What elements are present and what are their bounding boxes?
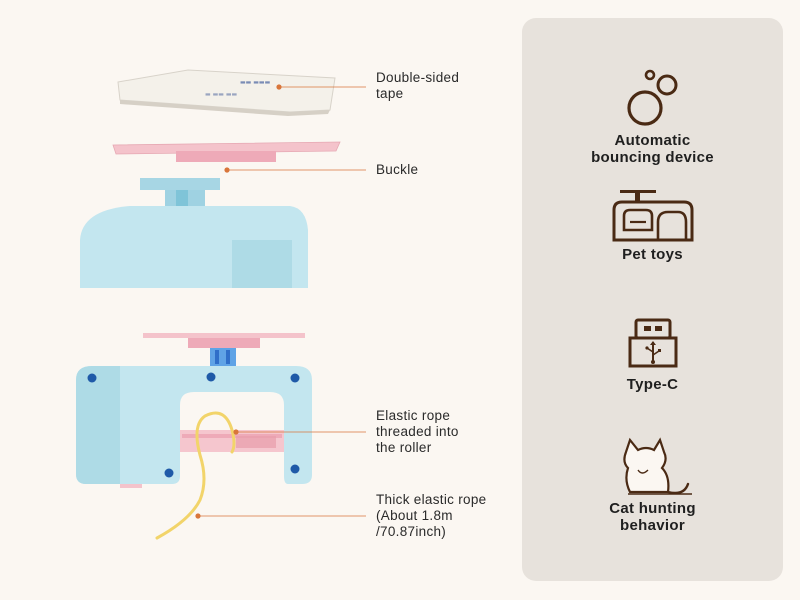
feature-type-c: Type-C (522, 318, 783, 393)
leader-lines (198, 86, 366, 517)
roller (180, 430, 284, 452)
feature-label: Automatic bouncing device (591, 132, 714, 166)
leader-dot-roller (233, 429, 239, 435)
buckle-plate-top (112, 141, 341, 162)
product-exploded-diagram: ▬▬ ▬▬▬ ▬ ▬▬ ▬▬ (76, 69, 366, 540)
callout-buckle: Buckle (376, 162, 419, 177)
leader-dot-rope (195, 513, 201, 519)
feature-automatic-bouncing: Automatic bouncing device (522, 68, 783, 166)
bubbles-icon (626, 69, 677, 126)
feature-label: Type-C (626, 376, 679, 393)
device-upper-view (80, 178, 308, 288)
callout-elastic-rope-roller: Elastic rope threaded into the roller (376, 408, 459, 455)
features-panel: Automatic bouncing device Pet toys Type (522, 18, 783, 581)
feature-label: Cat hunting behavior (609, 500, 696, 534)
callout-double-sided-tape: Double-sided tape (376, 70, 460, 101)
leader-dot-buckle (224, 167, 230, 173)
elastic-rope (155, 411, 236, 540)
double-sided-tape-pad: ▬▬ ▬▬▬ ▬ ▬▬ ▬▬ (117, 69, 336, 116)
buckle-plate-bottom (143, 333, 305, 366)
feature-pet-toys: Pet toys (522, 186, 783, 263)
feature-cat-hunting: Cat hunting behavior (522, 430, 783, 534)
usb-icon (628, 318, 677, 368)
svg-text:▬ ▬▬ ▬▬: ▬ ▬▬ ▬▬ (205, 91, 237, 98)
device-front-view (76, 366, 312, 488)
cat-tree-icon (612, 190, 693, 242)
feature-label: Pet toys (622, 246, 683, 263)
cat-icon (622, 437, 692, 495)
svg-text:▬▬ ▬▬▬: ▬▬ ▬▬▬ (240, 79, 271, 86)
callout-thick-elastic-rope: Thick elastic rope (About 1.8m /70.87inc… (376, 492, 487, 539)
leader-dot-tape (276, 84, 282, 90)
